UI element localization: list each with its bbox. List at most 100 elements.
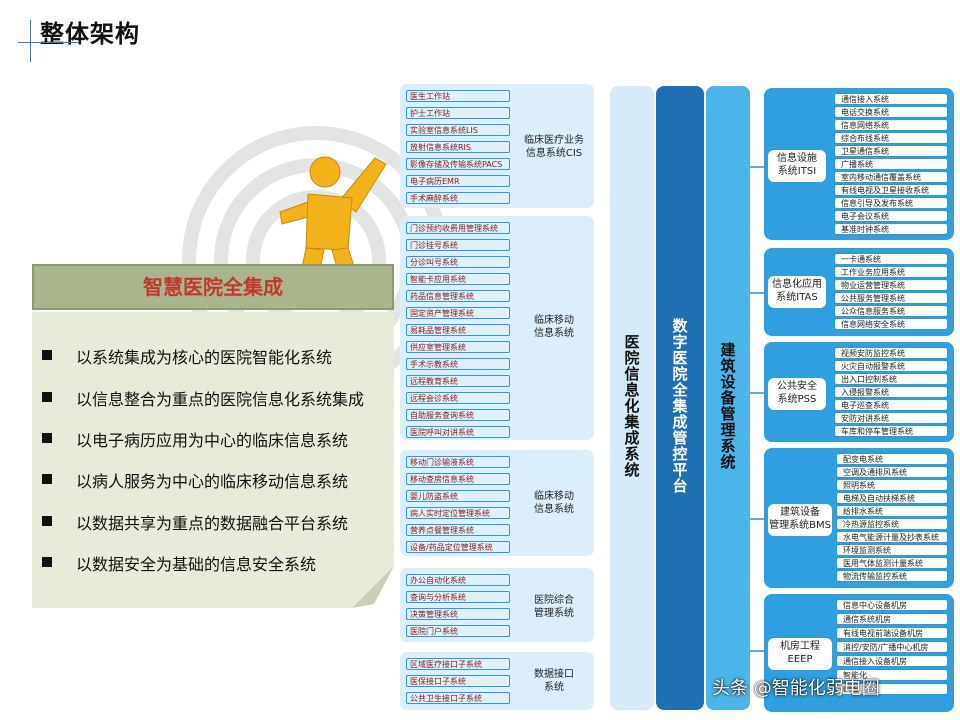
system-item: 环境监测系统: [836, 544, 948, 556]
center-title: 智慧医院全集成: [143, 275, 283, 299]
system-item: 门诊预约收费用管理系统: [406, 222, 510, 234]
watermark: 头条 @智能化弱电圈: [712, 678, 880, 699]
system-item: 信息中心设备机房: [836, 599, 948, 611]
column-digital-platform: 数字医院全集成管控平台: [656, 86, 704, 710]
system-item: 广播系统: [834, 158, 948, 170]
column-title: 建筑设备管理系统: [720, 341, 736, 471]
group-label: 临床医疗业务 信息系统CIS: [524, 135, 584, 159]
group-label: 临床移动 信息系统: [534, 315, 574, 339]
system-item: 公众信息服务系统: [834, 305, 948, 317]
group-bms: 建筑设备 管理系统BMS 配变电系统 空调及通排风系统 照明系统 电梯及自动扶梯…: [764, 448, 954, 588]
system-item: 病人实时定位管理系统: [406, 507, 510, 519]
system-item: 电子巡查系统: [834, 399, 948, 411]
group-itsi: 信息设施 系统ITSI 通信接入系统 电话交换系统 信息网络系统 综合布线系统 …: [764, 88, 954, 240]
system-item: 药品信息管理系统: [406, 290, 510, 302]
cheering-figure-icon: [279, 156, 387, 279]
system-item: 婴儿防盗系统: [406, 490, 510, 502]
system-item: 办公自动化系统: [406, 574, 510, 586]
bullet-card: 以系统集成为核心的医院智能化系统 以信息整合为重点的医院信息化系统集成 以电子病…: [32, 312, 394, 608]
system-item: 电子会议系统: [834, 210, 948, 222]
system-item: 视频安防监控系统: [834, 347, 948, 359]
system-item: 影像存储及传输系统PACS: [406, 158, 510, 170]
bullet-text: 以系统集成为核心的医院智能化系统: [76, 348, 333, 367]
column-hospital-integration: 医院信息化集成系统: [610, 86, 654, 710]
system-item: 有线电视前端设备机房: [836, 627, 948, 639]
system-item: 电话交换系统: [834, 106, 948, 118]
title-accent-line-vertical: [30, 20, 31, 62]
system-item: 安防对讲系统: [834, 412, 948, 424]
system-item: 放射信息系统RIS: [406, 141, 510, 153]
system-item: 移动查房信息系统: [406, 473, 510, 485]
system-item: 医用气体监测计量系统: [836, 557, 948, 569]
group-label: 公共安全 系统PSS: [768, 378, 826, 410]
bullet-text: 以病人服务为中心的临床移动信息系统: [76, 472, 349, 491]
system-item: 卫星通信系统: [834, 145, 948, 157]
system-item: 工作业务应用系统: [834, 266, 948, 278]
system-item: 综合布线系统: [834, 132, 948, 144]
system-item: 医保接口子系统: [406, 675, 510, 687]
connector-line: [750, 292, 764, 294]
bullet-marker: [42, 350, 52, 360]
page-title: 整体架构: [40, 20, 140, 48]
page-curl-icon: [352, 566, 394, 608]
system-item: 通信接入设备机房: [836, 655, 948, 667]
connector-line: [750, 518, 764, 520]
system-item: 信息网络系统: [834, 119, 948, 131]
bullet-text: 以数据安全为基础的信息安全系统: [76, 555, 317, 574]
system-item: 室内移动通信覆盖系统: [834, 171, 948, 183]
group-label: 数据接口 系统: [534, 669, 574, 693]
system-item: 远程教育系统: [406, 375, 510, 387]
system-item: 有线电视及卫星接收系统: [834, 184, 948, 196]
system-item: 信息引导及发布系统: [834, 197, 948, 209]
connector-line: [750, 392, 764, 394]
system-item: 医生工作站: [406, 90, 510, 102]
system-item: 远程会诊系统: [406, 392, 510, 404]
group-label: 信息设施 系统ITSI: [768, 150, 826, 182]
system-item: 通信接入系统: [834, 93, 948, 105]
connector-line: [750, 166, 764, 168]
system-item: 医院呼叫对讲系统: [406, 426, 510, 438]
system-item: 决策管理系统: [406, 608, 510, 620]
group-eeep: 机房工程 EEEP 信息中心设备机房 通信系统机房 有线电视前端设备机房 消控/…: [764, 594, 954, 712]
group-clinical-mobile-b: 移动门诊输液系统 移动查房信息系统 婴儿防盗系统 病人实时定位管理系统 营养点餐…: [400, 450, 594, 556]
system-item: 自助服务查询系统: [406, 409, 510, 421]
system-item: 入侵报警系统: [834, 386, 948, 398]
column-title: 数字医院全集成管控平台: [672, 317, 688, 495]
group-label: 机房工程 EEEP: [768, 638, 832, 670]
bullet-marker: [42, 433, 52, 443]
system-item: 公共服务管理系统: [834, 292, 948, 304]
system-item: 实验室信息系统LIS: [406, 124, 510, 136]
system-item: 给排水系统: [836, 505, 948, 517]
system-item: 火灾自动报警系统: [834, 360, 948, 372]
system-item: 手术麻醉系统: [406, 192, 510, 204]
system-item: 公共卫生接口子系统: [406, 692, 510, 704]
connector-line: [750, 650, 764, 652]
system-item: 信息网络安全系统: [834, 318, 948, 330]
bullet-text: 以信息整合为重点的医院信息化系统集成: [76, 390, 365, 409]
system-item: 智能卡应用系统: [406, 273, 510, 285]
system-item: 水电气能源计量及抄表系统: [836, 531, 948, 543]
system-item: 照明系统: [836, 479, 948, 491]
system-item: 查询与分析系统: [406, 591, 510, 603]
system-item: 移动门诊输液系统: [406, 456, 510, 468]
system-item: 物业运营管理系统: [834, 279, 948, 291]
system-item: 供应室管理系统: [406, 341, 510, 353]
system-item: 营养点餐管理系统: [406, 524, 510, 536]
group-clinical-cis: 医生工作站 护士工作站 实验室信息系统LIS 放射信息系统RIS 影像存储及传输…: [400, 84, 594, 208]
column-building-equipment: 建筑设备管理系统: [706, 86, 750, 710]
group-clinical-mobile-a: 门诊预约收费用管理系统 门诊挂号系统 分诊叫号系统 智能卡应用系统 药品信息管理…: [400, 216, 594, 440]
system-item: 电子病历EMR: [406, 175, 510, 187]
bullet-text: 以数据共享为重点的数据融合平台系统: [76, 514, 349, 533]
system-item: 手术示教系统: [406, 358, 510, 370]
bullet-text: 以电子病历应用为中心的临床信息系统: [76, 431, 349, 450]
title-accent-line: [18, 42, 78, 43]
bullet-marker: [42, 392, 52, 402]
bullet-marker: [42, 557, 52, 567]
system-item: 一卡通系统: [834, 253, 948, 265]
system-item: 智能化: [836, 669, 948, 681]
group-data-interface: 区域医疗接口子系统 医保接口子系统 公共卫生接口子系统 数据接口 系统: [400, 652, 594, 710]
group-label: 信息化应用 系统ITAS: [768, 276, 826, 308]
bullet-marker: [42, 474, 52, 484]
system-item: 空调及通排风系统: [836, 466, 948, 478]
system-item: 门诊挂号系统: [406, 239, 510, 251]
